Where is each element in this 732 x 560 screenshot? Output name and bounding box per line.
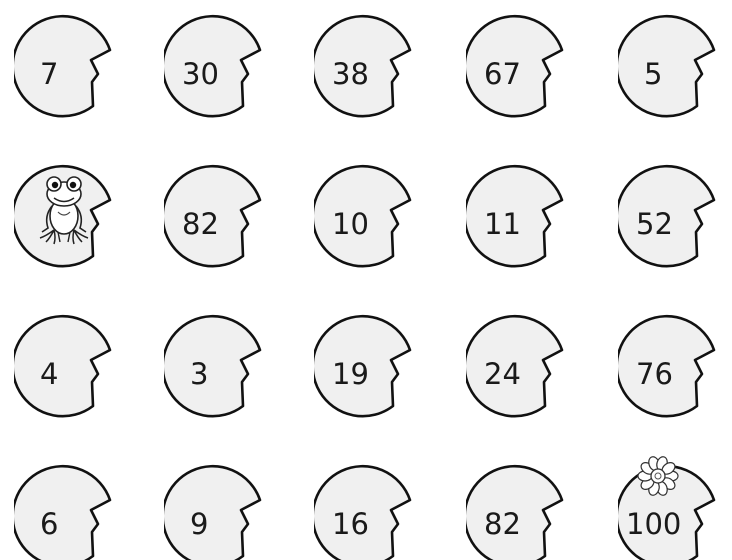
lily-pad-frog[interactable] — [14, 162, 120, 268]
lily-pad-flower[interactable]: 100 — [618, 462, 724, 560]
pad-number: 82 — [182, 204, 238, 244]
pad-number: 3 — [190, 354, 246, 394]
pad-number: 24 — [484, 354, 540, 394]
lily-pad[interactable]: 82 — [164, 162, 270, 268]
flower-icon — [632, 452, 684, 500]
lily-pad[interactable]: 82 — [466, 462, 572, 560]
lily-pad[interactable]: 3 — [164, 312, 270, 418]
pad-number: 5 — [644, 54, 700, 94]
pad-number: 7 — [40, 54, 96, 94]
lily-pad[interactable]: 76 — [618, 312, 724, 418]
lily-pad[interactable]: 4 — [14, 312, 120, 418]
lily-pad[interactable]: 10 — [314, 162, 420, 268]
pad-number: 67 — [484, 54, 540, 94]
lily-pad[interactable]: 7 — [14, 12, 120, 118]
pad-number: 4 — [40, 354, 96, 394]
lily-pad[interactable]: 24 — [466, 312, 572, 418]
lily-pad[interactable]: 5 — [618, 12, 724, 118]
pad-number: 82 — [484, 504, 540, 544]
lily-pad[interactable]: 67 — [466, 12, 572, 118]
lily-pad[interactable]: 30 — [164, 12, 270, 118]
pad-number: 6 — [40, 504, 96, 544]
pad-number: 30 — [182, 54, 238, 94]
lily-pad[interactable]: 38 — [314, 12, 420, 118]
pad-number: 11 — [484, 204, 540, 244]
pad-number: 76 — [636, 354, 692, 394]
lily-pad[interactable]: 11 — [466, 162, 572, 268]
lily-pad[interactable]: 6 — [14, 462, 120, 560]
pad-number: 100 — [626, 504, 682, 544]
pad-number: 16 — [332, 504, 388, 544]
pad-number: 52 — [636, 204, 692, 244]
lily-pad[interactable]: 52 — [618, 162, 724, 268]
pad-number: 19 — [332, 354, 388, 394]
frog-icon — [36, 172, 92, 246]
lily-pad[interactable]: 19 — [314, 312, 420, 418]
pad-number: 38 — [332, 54, 388, 94]
lily-pad[interactable]: 9 — [164, 462, 270, 560]
lily-pad[interactable]: 16 — [314, 462, 420, 560]
pad-number: 9 — [190, 504, 246, 544]
pad-number: 10 — [332, 204, 388, 244]
